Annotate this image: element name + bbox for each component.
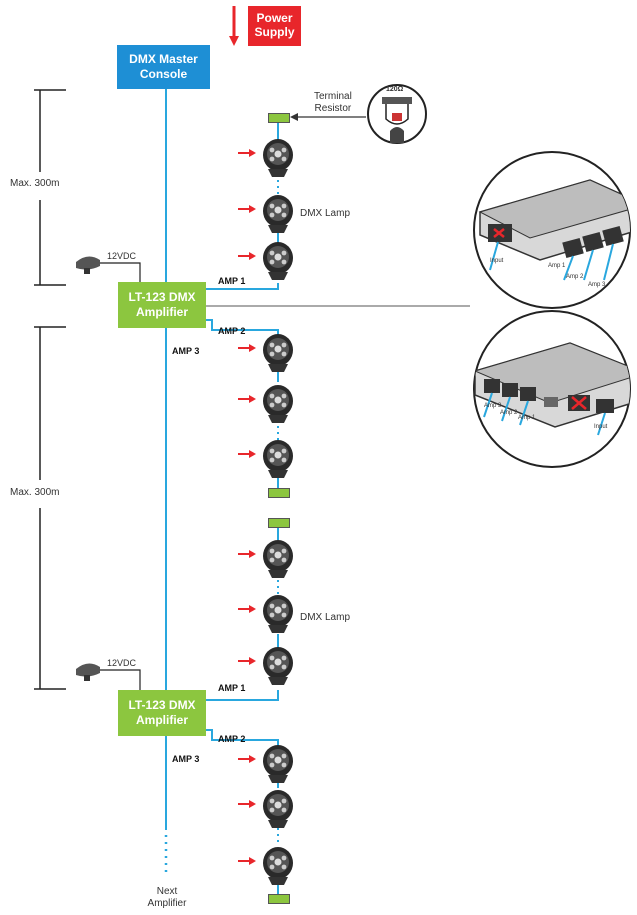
front-port-amp2: Amp 2 — [566, 274, 584, 280]
front-port-input: Input — [490, 258, 504, 264]
amp3-label-2: AMP 3 — [172, 754, 200, 764]
power-supply-label-2: Supply — [254, 25, 295, 39]
back-port-input: Input — [594, 424, 608, 430]
dmx-lamp-icon — [238, 845, 298, 887]
dmx-lamp-icon — [238, 438, 298, 480]
dmx-lamp-label-2: DMX Lamp — [300, 612, 351, 623]
dmx-lamp-icon — [238, 743, 298, 785]
next-amplifier-label-1: Next — [156, 886, 178, 897]
amp2-branch-1 — [205, 319, 279, 340]
master-console-label-2: Console — [139, 67, 188, 81]
amplifier-1-label-1: LT-123 DMX — [128, 290, 196, 304]
amp2-label-2: AMP 2 — [218, 734, 246, 744]
power-supply-arrow — [229, 6, 239, 46]
distance-bracket-1 — [34, 89, 66, 286]
amp2-label-1: AMP 2 — [218, 326, 246, 336]
dmx-lamp-icon — [238, 645, 298, 687]
dmx-lamp-label-1: DMX Lamp — [300, 208, 351, 219]
amp3-label-1: AMP 3 — [172, 346, 200, 356]
terminal-resistor-label-1: Terminal — [314, 91, 352, 102]
amp1-label-2: AMP 1 — [218, 683, 246, 693]
dmx-lamp-icon — [238, 593, 298, 635]
power-adapter-2 — [74, 659, 104, 683]
power-adapter-label-1: 12VDC — [107, 251, 137, 261]
device-callout-back: Amp 3 Amp 2 Amp 1 Input — [470, 307, 635, 469]
max-distance-label-2: Max. 300m — [10, 487, 60, 498]
max-distance-label-1: Max. 300m — [10, 178, 60, 189]
dmx-lamp-icon — [238, 137, 298, 179]
terminal-resistor-3 — [268, 518, 290, 528]
power-adapter-label-2: 12VDC — [107, 658, 137, 668]
dmx-master-console: DMX Master Console — [117, 45, 210, 89]
amplifier-2-label-1: LT-123 DMX — [128, 698, 196, 712]
back-port-amp3: Amp 3 — [484, 403, 502, 409]
dmx-lamp-icon — [238, 383, 298, 425]
next-amplifier-label: Next Amplifier — [144, 886, 190, 910]
master-console-label-1: DMX Master — [129, 52, 198, 66]
amplifier-1: LT-123 DMX Amplifier — [118, 282, 206, 328]
terminal-resistor-4 — [268, 894, 290, 904]
amplifier-2-label-2: Amplifier — [135, 713, 188, 727]
resistor-callout-text: 120Ω — [386, 86, 404, 93]
front-port-amp1: Amp 1 — [548, 263, 566, 269]
power-supply-badge: Power Supply — [248, 6, 301, 46]
back-port-amp1: Amp 1 — [518, 415, 536, 421]
amp1-label-1: AMP 1 — [218, 276, 246, 286]
device-callout-front: Input Amp 1 Amp 2 Amp 3 — [470, 150, 635, 310]
terminal-resistor-1 — [268, 113, 290, 123]
amp1-branch-1 — [205, 283, 279, 290]
back-port-amp2: Amp 2 — [500, 410, 518, 416]
power-supply-label-1: Power — [256, 11, 293, 25]
amplifier-1-label-2: Amplifier — [135, 305, 188, 319]
terminal-resistor-2 — [268, 488, 290, 498]
next-amplifier-label-2: Amplifier — [147, 898, 187, 909]
amp2-branch-2 — [205, 729, 279, 750]
terminal-resistor-label: Terminal Resistor — [314, 91, 352, 115]
front-port-amp3: Amp 3 — [588, 282, 606, 288]
power-adapter-1 — [74, 252, 104, 276]
distance-bracket-2 — [34, 326, 66, 690]
dmx-lamp-icon — [238, 788, 298, 830]
dmx-lamp-icon — [238, 332, 298, 374]
terminal-resistor-callout: 120Ω — [366, 83, 428, 145]
dmx-lamp-icon — [238, 538, 298, 580]
terminal-resistor-label-2: Resistor — [314, 103, 352, 114]
dmx-lamp-icon — [238, 193, 298, 235]
dmx-lamp-icon — [238, 240, 298, 282]
amp1-branch-2 — [205, 690, 279, 701]
amplifier-2: LT-123 DMX Amplifier — [118, 690, 206, 736]
